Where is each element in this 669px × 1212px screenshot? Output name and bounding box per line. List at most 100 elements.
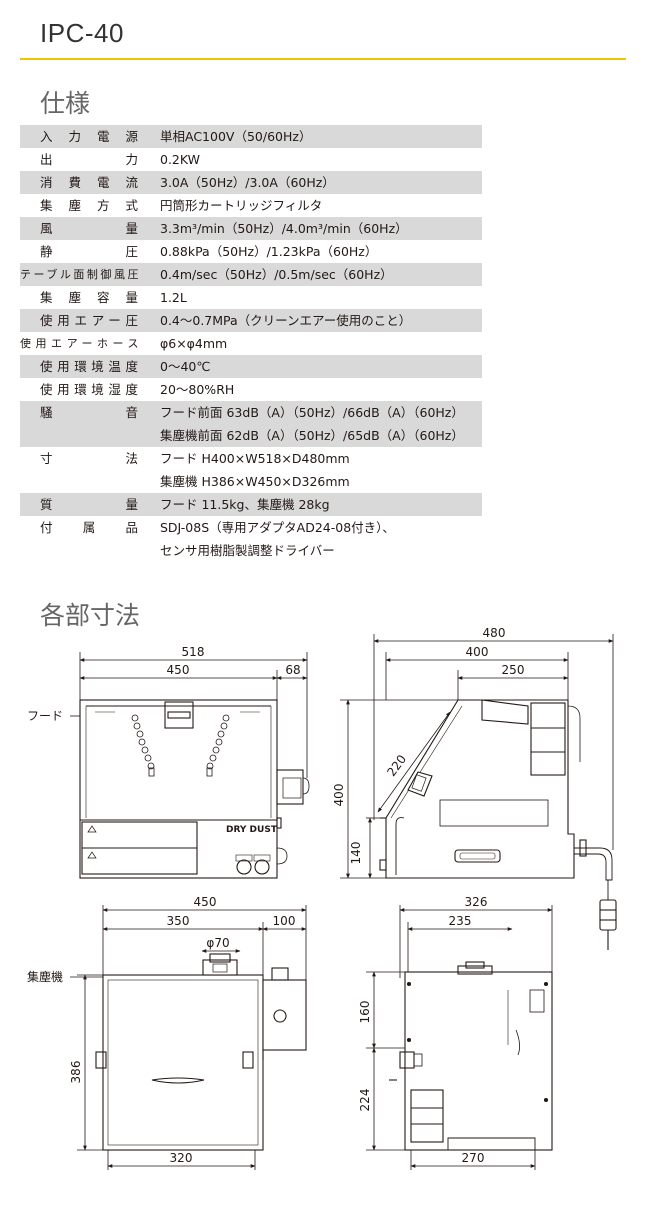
spec-row: 消費電流 3.0A（50Hz）/3.0A（60Hz） [20, 171, 482, 194]
spec-value: 単相AC100V（50/60Hz） [140, 125, 311, 148]
spec-label: 使用エアーホース [20, 337, 139, 350]
dim-col-port: φ70 [206, 936, 229, 950]
spec-value-line: 0.4〜0.7MPa（クリーンエアー使用のこと） [160, 313, 412, 328]
spec-value: 円筒形カートリッジフィルタ [140, 194, 322, 217]
spec-value: φ6×φ4mm [140, 332, 227, 355]
dim-hood-side: 68 [285, 663, 300, 677]
spec-row: 質量 フード 11.5kg、集塵機 28kg [20, 493, 482, 516]
dim-colside-upper: 160 [358, 1001, 372, 1024]
spec-row: 集塵方式 円筒形カートリッジフィルタ [20, 194, 482, 217]
spec-value: 20〜80%RH [140, 378, 234, 401]
dims-section-title: 各部寸法 [40, 601, 141, 630]
spec-value-line: φ6×φ4mm [160, 336, 228, 351]
spec-row: 入力電源単相AC100V（50/60Hz） [20, 125, 482, 148]
dim-colside-depth: 326 [465, 895, 488, 909]
label-leaders [70, 715, 103, 978]
spec-row: 使用エアー圧 0.4〜0.7MPa（クリーンエアー使用のこと） [20, 309, 482, 332]
spec-value-line: 集塵機前面 62dB（A）（50Hz）/65dB（A）（60Hz） [160, 428, 464, 443]
dim-col-side: 100 [273, 914, 296, 928]
hood-label: フード [27, 709, 63, 723]
spec-value: 1.2L [140, 286, 187, 309]
spec-value-line: 0.4m/sec（50Hz）/0.5m/sec（60Hz） [160, 267, 393, 282]
spec-value-line: 0〜40℃ [160, 359, 211, 374]
spec-value-line: 3.3m³/min（50Hz）/4.0m³/min（60Hz） [160, 221, 408, 236]
title-rule [20, 58, 626, 60]
dim-colside-base: 270 [462, 1151, 485, 1165]
spec-value: 3.0A（50Hz）/3.0A（60Hz） [140, 171, 335, 194]
dim-hood-overall: 518 [182, 645, 205, 659]
dim-side-diagonal: 220 [384, 752, 409, 779]
spec-value-line: 集塵機 H386×W450×D326mm [160, 474, 350, 489]
spec-row: 出力 0.2KW [20, 148, 482, 171]
collector-side-view [389, 961, 553, 1151]
spec-label: 使用エアー圧 [40, 313, 138, 328]
dim-col-overall: 450 [194, 895, 217, 909]
spec-label: 付属品 [40, 520, 138, 535]
spec-label: 静圧 [40, 244, 138, 259]
collector-front-view [95, 953, 307, 1151]
dim-col-base: 320 [170, 1151, 193, 1165]
collector-label: 集塵機 [27, 969, 63, 984]
dim-side-base: 140 [349, 842, 363, 865]
brand-text: DRY DUST [226, 825, 278, 835]
spec-label: 集塵容量 [40, 290, 138, 305]
spec-row: 使用環境温度 0〜40℃ [20, 355, 482, 378]
spec-row: 付属品 SDJ-08S（専用アダプタAD24-08付き）、センサ用樹脂製調整ドライ… [20, 516, 482, 562]
hood-side-view [379, 699, 617, 950]
spec-value: 0〜40℃ [140, 355, 210, 378]
dim-side-inner: 250 [502, 663, 525, 677]
dim-col-height: 386 [69, 1061, 83, 1084]
spec-value-line: フード前面 63dB（A）（50Hz）/66dB（A）（60Hz） [160, 405, 464, 420]
spec-section-title: 仕様 [40, 89, 91, 118]
spec-value: 3.3m³/min（50Hz）/4.0m³/min（60Hz） [140, 217, 408, 240]
spec-value: 0.88kPa（50Hz）/1.23kPa（60Hz） [140, 240, 377, 263]
hood-front-view [79, 699, 310, 879]
spec-label: 集塵方式 [40, 198, 138, 213]
spec-row: 風量 3.3m³/min（50Hz）/4.0m³/min（60Hz） [20, 217, 482, 240]
nozzle-right [206, 714, 230, 777]
spec-value-line: センサ用樹脂製調整ドライバー [160, 543, 335, 558]
spec-value-line: フード 11.5kg、集塵機 28kg [160, 497, 330, 512]
spec-value-line: 円筒形カートリッジフィルタ [160, 198, 323, 213]
spec-row: 静圧 0.88kPa（50Hz）/1.23kPa（60Hz） [20, 240, 482, 263]
spec-value: 0.4〜0.7MPa（クリーンエアー使用のこと） [140, 309, 411, 332]
spec-label: 使用環境湿度 [40, 382, 138, 397]
spec-value: フード 11.5kg、集塵機 28kg [140, 493, 330, 516]
spec-row: テーブル面制御風圧 0.4m/sec（50Hz）/0.5m/sec（60Hz） [20, 263, 482, 286]
dim-side-height: 400 [332, 784, 346, 807]
spec-value-line: 3.0A（50Hz）/3.0A（60Hz） [160, 175, 335, 190]
dim-col-main: 350 [167, 914, 190, 928]
spec-value-line: 20〜80%RH [160, 382, 235, 397]
spec-value: 0.4m/sec（50Hz）/0.5m/sec（60Hz） [140, 263, 393, 286]
dim-side-top: 400 [466, 645, 489, 659]
spec-value-line: 0.88kPa（50Hz）/1.23kPa（60Hz） [160, 244, 378, 259]
spec-label: 風量 [40, 221, 138, 236]
spec-value-line: 0.2KW [160, 152, 200, 167]
spec-label: 質量 [40, 497, 138, 512]
spec-row: 集塵容量 1.2L [20, 286, 482, 309]
spec-value-line: SDJ-08S（専用アダプタAD24-08付き）、 [160, 520, 395, 535]
spec-label: 入力電源 [40, 129, 138, 144]
spec-value-line: 1.2L [160, 290, 187, 305]
nozzle-left [131, 714, 155, 777]
spec-value: フード前面 63dB（A）（50Hz）/66dB（A）（60Hz） 集塵機前面 6… [140, 401, 464, 447]
dim-colside-top: 235 [449, 914, 472, 928]
spec-label: 使用環境温度 [40, 359, 138, 374]
dim-side-depth: 480 [483, 626, 506, 640]
dimension-labels: 518 450 68 480 400 250 400 140 220 450 3… [27, 626, 524, 1165]
dim-colside-lower: 224 [358, 1089, 372, 1112]
spec-value: 0.2KW [140, 148, 200, 171]
spec-label: テーブル面制御風圧 [20, 268, 139, 281]
spec-label: 消費電流 [40, 175, 138, 190]
spec-row: 使用環境湿度 20〜80%RH [20, 378, 482, 401]
spec-label: 寸法 [40, 451, 138, 466]
spec-label: 出力 [40, 152, 138, 167]
spec-row: 使用エアーホース φ6×φ4mm [20, 332, 482, 355]
dim-hood-main: 450 [167, 663, 190, 677]
dimension-lines [79, 639, 614, 1168]
spec-label: 騒音 [40, 405, 138, 420]
